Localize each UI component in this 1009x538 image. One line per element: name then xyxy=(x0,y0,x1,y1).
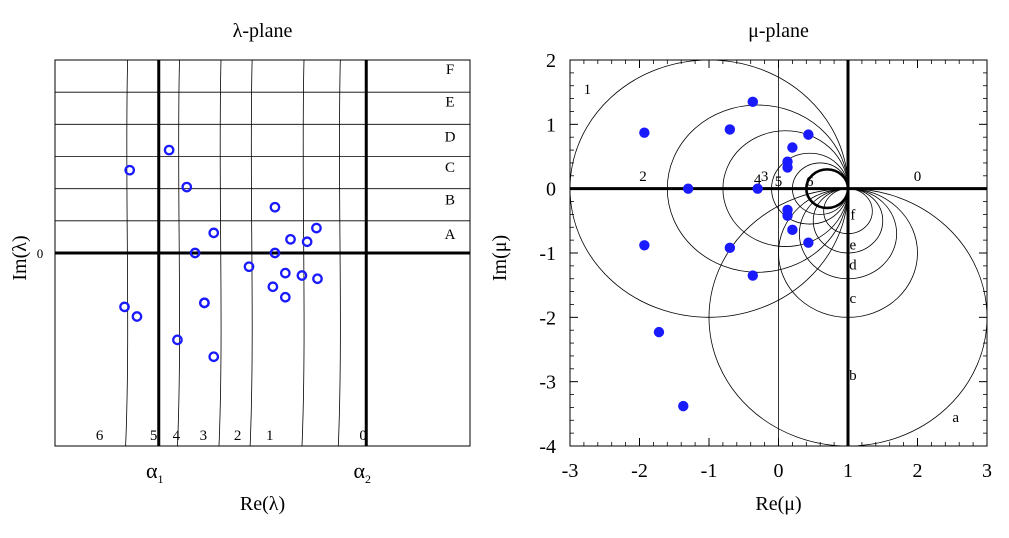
mu-plot-title: μ-plane xyxy=(748,20,809,42)
mu-data-point xyxy=(782,162,793,173)
mu-y-tick-label: 1 xyxy=(546,114,556,136)
lambda-column-label: 1 xyxy=(266,428,274,444)
lambda-x-axis-label: Re(λ) xyxy=(240,493,285,515)
lambda-data-point xyxy=(269,201,281,213)
lambda-y-tick-label: 0 xyxy=(37,246,44,261)
mu-y-tick-label: -2 xyxy=(539,307,556,329)
lambda-data-point xyxy=(124,164,136,176)
lambda-row-label: D xyxy=(445,130,456,146)
lambda-data-point xyxy=(243,261,255,273)
lambda-data-point xyxy=(267,281,279,293)
mu-x-tick-label: -2 xyxy=(631,460,648,482)
mu-region-label: 2 xyxy=(639,169,647,185)
lambda-plot-title: λ-plane xyxy=(233,20,293,42)
mu-data-point xyxy=(787,142,798,153)
lambda-row-label: A xyxy=(445,227,456,243)
mu-data-point xyxy=(752,183,763,194)
mu-x-tick-label: -3 xyxy=(562,460,579,482)
mu-y-tick-label: 0 xyxy=(546,179,556,201)
mu-region-label: a xyxy=(952,410,959,426)
mu-y-tick-label: 2 xyxy=(546,50,556,72)
mu-data-point xyxy=(639,127,650,138)
lambda-row-label: F xyxy=(446,62,454,78)
lambda-data-point xyxy=(172,334,183,346)
lambda-data-point xyxy=(311,222,322,234)
lambda-data-point xyxy=(208,227,220,239)
mu-plot-area xyxy=(570,60,987,446)
mu-x-tick-label: 1 xyxy=(843,460,853,482)
lambda-data-point xyxy=(301,236,313,248)
lambda-column-label: 2 xyxy=(234,428,242,444)
lambda-x-tick-label: α1 xyxy=(146,458,164,486)
mu-y-tick-label: -3 xyxy=(539,372,556,394)
mu-data-point xyxy=(724,124,736,135)
lambda-row-label: E xyxy=(445,94,454,110)
lambda-data-point xyxy=(279,267,291,279)
lambda-data-point xyxy=(181,181,193,193)
mu-region-label: c xyxy=(850,291,857,307)
mu-data-point xyxy=(747,270,758,281)
lambda-data-point xyxy=(208,351,220,363)
lambda-data-point xyxy=(269,247,281,259)
mu-data-point xyxy=(782,210,793,221)
lambda-data-point xyxy=(312,273,323,285)
mu-region-label: 1 xyxy=(584,82,592,98)
lambda-data-point xyxy=(163,144,175,156)
mu-x-tick-label: 2 xyxy=(913,460,923,482)
mu-x-axis-label: Re(μ) xyxy=(755,493,801,515)
lambda-x-tick-label: α2 xyxy=(353,458,371,486)
mu-region-label: 3 xyxy=(761,169,769,185)
mu-data-point xyxy=(787,224,798,236)
lambda-data-point xyxy=(119,301,130,313)
mu-data-point xyxy=(682,183,694,194)
mu-region-label: d xyxy=(849,258,857,274)
lambda-column-label: 3 xyxy=(200,428,208,444)
mu-region-label: 0 xyxy=(914,169,922,185)
lambda-y-axis-label: Im(λ) xyxy=(9,235,31,280)
lambda-data-point xyxy=(279,291,291,303)
lambda-data-point xyxy=(199,297,210,309)
mu-region-label: e xyxy=(850,238,857,254)
lambda-row-label: B xyxy=(445,192,455,208)
mu-data-point xyxy=(678,400,689,412)
lambda-column-label: 6 xyxy=(96,428,104,444)
lambda-column-label: 0 xyxy=(359,428,367,444)
lambda-data-point xyxy=(131,311,143,322)
mu-y-tick-label: -1 xyxy=(539,243,556,265)
lambda-data-point xyxy=(189,247,201,259)
lambda-column-label: 5 xyxy=(150,428,158,444)
mu-y-axis-label: Im(μ) xyxy=(489,235,511,281)
lambda-data-point xyxy=(285,233,296,245)
lambda-column-label: 4 xyxy=(173,428,181,444)
mu-data-point xyxy=(747,96,758,108)
mu-region-label: f xyxy=(850,207,855,223)
mu-data-point xyxy=(653,326,665,338)
mu-region-label: b xyxy=(849,368,857,384)
mu-x-tick-label: 0 xyxy=(774,460,784,482)
mu-data-point xyxy=(803,129,814,140)
mu-data-point xyxy=(639,240,650,251)
mu-region-label: 4 xyxy=(754,172,762,188)
mu-region-label: 5 xyxy=(775,174,783,190)
mu-data-point xyxy=(724,242,736,254)
lambda-data-point xyxy=(296,270,308,281)
mu-data-point xyxy=(803,237,814,248)
mu-region-label: 6 xyxy=(806,174,814,190)
mu-y-tick-label: -4 xyxy=(539,436,556,458)
mu-x-tick-label: -1 xyxy=(701,460,718,482)
lambda-row-label: C xyxy=(445,160,455,176)
mu-x-tick-label: 3 xyxy=(982,460,992,482)
